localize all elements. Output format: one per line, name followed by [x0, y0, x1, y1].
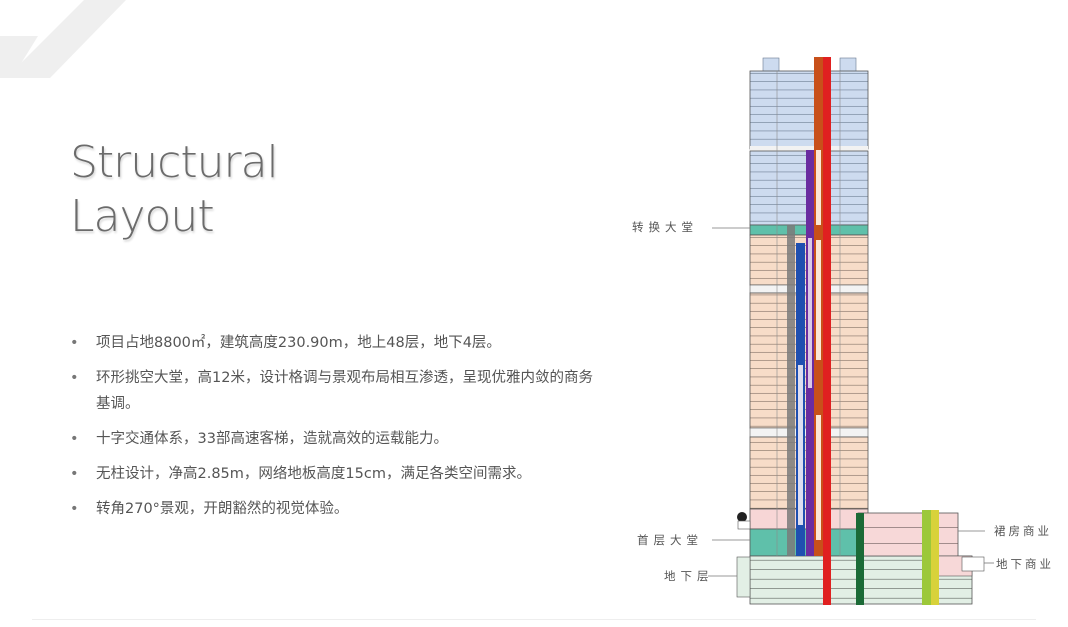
label-podium-retail: 裙房商业: [994, 524, 1052, 538]
title-line-2: Layout: [70, 191, 215, 242]
label-basement: 地下层: [664, 569, 714, 583]
title-line-1: Structural: [70, 137, 279, 188]
bullet-icon: •: [70, 370, 79, 386]
footer-divider: [32, 619, 1036, 620]
feature-list: •项目占地8800㎡，建筑高度230.90m，地上48层，地下4层。 •环形挑空…: [66, 330, 606, 531]
label-transfer-lobby: 转换大堂: [632, 220, 698, 234]
list-item: •环形挑空大堂，高12米，设计格调与景观布局相互渗透，呈现优雅内敛的商务基调。: [66, 365, 606, 417]
label-basement-retail: 地下商业: [996, 557, 1054, 571]
list-item: •十字交通体系，33部高速客梯，造就高效的运载能力。: [66, 426, 606, 452]
bullet-icon: •: [70, 431, 79, 447]
list-item: •项目占地8800㎡，建筑高度230.90m，地上48层，地下4层。: [66, 330, 606, 356]
list-item: •转角270°景观，开朗豁然的视觉体验。: [66, 496, 606, 522]
bullet-icon: •: [70, 501, 79, 517]
label-ground-lobby: 首层大堂: [637, 533, 703, 547]
bullet-icon: •: [70, 335, 79, 351]
page-title: Structural Layout: [70, 136, 279, 244]
list-item: •无柱设计，净高2.85m，网络地板高度15cm，满足各类空间需求。: [66, 461, 606, 487]
corner-decoration: [0, 0, 126, 78]
bullet-icon: •: [70, 466, 79, 482]
